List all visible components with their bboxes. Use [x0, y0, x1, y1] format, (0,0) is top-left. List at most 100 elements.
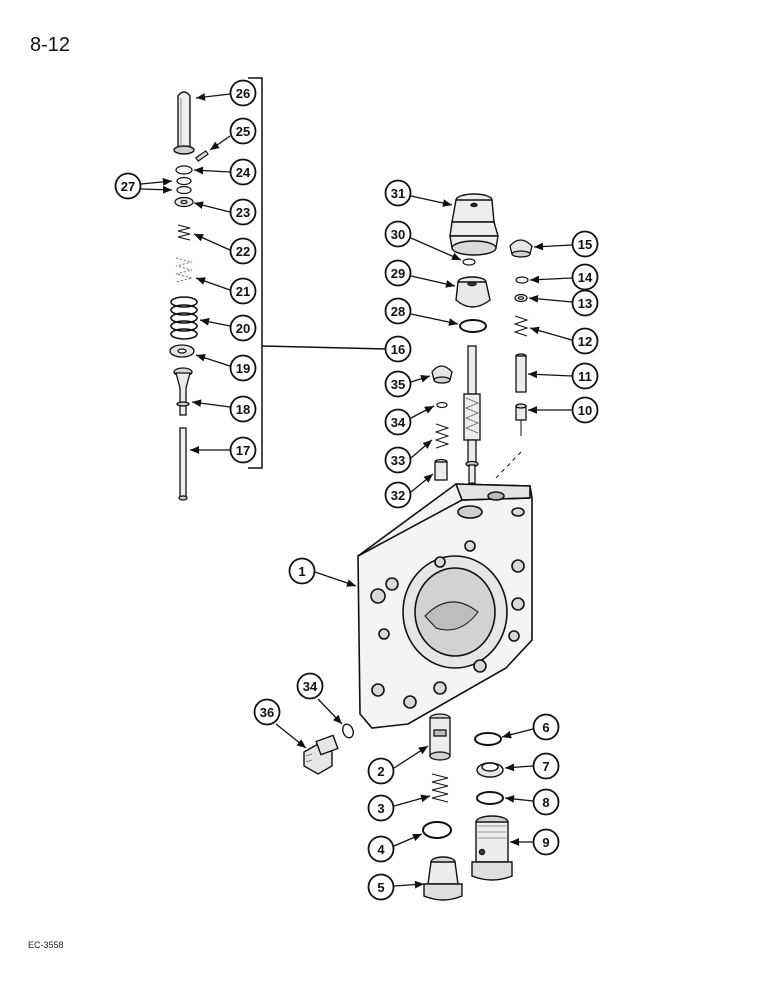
- part-23-washer: [174, 196, 194, 208]
- callout-balloon-c5: [367, 873, 395, 901]
- part-19-seat: [169, 344, 195, 358]
- leader-arrow-c21-0: [195, 277, 231, 291]
- part-11-pin: [515, 353, 527, 393]
- callout-number-c34b: 34: [303, 679, 318, 694]
- callout-c2: 2: [367, 745, 429, 785]
- callout-number-c8: 8: [542, 795, 549, 810]
- part-13-washer: [514, 293, 528, 303]
- callout-number-c21: 21: [236, 284, 250, 299]
- callout-number-c18: 18: [236, 402, 250, 417]
- callout-balloon-c13: [571, 289, 599, 317]
- callout-number-c32: 32: [391, 488, 405, 503]
- callout-balloon-c24: [229, 158, 257, 186]
- part-30-ring: [462, 258, 476, 266]
- leader-arrow-c13-0: [528, 294, 573, 303]
- callout-number-c26: 26: [236, 86, 250, 101]
- callout-balloon-c10: [571, 396, 599, 424]
- leader-arrow-c20-0: [199, 317, 231, 327]
- leader-arrow-c19-0: [195, 354, 231, 367]
- callout-balloon-c22: [229, 237, 257, 265]
- callout-c15: 15: [533, 230, 599, 258]
- callout-number-c33: 33: [391, 453, 405, 468]
- leader-arrow-c32-0: [410, 473, 434, 493]
- leader-arrow-c11-0: [527, 370, 573, 379]
- callout-c24: 24: [193, 158, 257, 186]
- part-26-stem: [173, 91, 195, 155]
- callout-number-c6: 6: [542, 720, 549, 735]
- callout-balloon-c19: [229, 354, 257, 382]
- callout-c30: 30: [384, 220, 462, 261]
- part-35-plug: [431, 365, 453, 384]
- callout-balloon-c8: [532, 788, 560, 816]
- callout-c35: 35: [384, 370, 431, 398]
- part-12-spring: [513, 315, 529, 337]
- leader-arrow-c4-0: [393, 833, 423, 847]
- part-36-fitting: [303, 734, 339, 775]
- callout-c7: 7: [504, 752, 560, 780]
- part-34-lower-ring: [342, 723, 354, 739]
- part-17-rod: [178, 427, 188, 501]
- part-21-spring: [175, 257, 193, 283]
- callout-c18: 18: [191, 395, 257, 423]
- leader-arrow-c6-0: [501, 728, 534, 739]
- leader-arrow-c8-0: [504, 795, 534, 803]
- callout-c8: 8: [504, 788, 560, 816]
- callout-c36: 36: [253, 698, 307, 749]
- callout-balloon-c34b: [296, 672, 324, 700]
- leader-arrow-c1-0: [314, 571, 357, 587]
- callout-c13: 13: [528, 289, 599, 317]
- callout-balloon-c4: [367, 835, 395, 863]
- leader-arrow-c27-1: [140, 185, 173, 194]
- callout-c27: 27: [114, 172, 173, 200]
- callout-c34b: 34: [296, 672, 343, 725]
- leader-arrow-c23-0: [193, 201, 231, 213]
- callout-balloon-c35: [384, 370, 412, 398]
- leader-arrow-c15-0: [533, 242, 573, 251]
- callout-c3: 3: [367, 794, 431, 822]
- callout-number-c22: 22: [236, 244, 250, 259]
- callout-balloon-c9: [532, 828, 560, 856]
- callout-number-c36: 36: [260, 705, 274, 720]
- callout-balloon-c36: [253, 698, 281, 726]
- group-bracket: [248, 77, 389, 469]
- leader-arrow-c22-0: [193, 233, 231, 251]
- callout-c9: 9: [510, 828, 560, 856]
- callout-number-c34a: 34: [391, 415, 406, 430]
- leader-arrow-c34b-0: [317, 698, 343, 725]
- part-29-cap: [455, 276, 491, 308]
- callout-balloon-c31: [384, 179, 412, 207]
- part-28-oring: [459, 319, 487, 333]
- part-33-spring: [434, 423, 450, 449]
- callout-c1: 1: [288, 557, 357, 587]
- callout-c11: 11: [527, 362, 599, 390]
- callout-number-c14: 14: [578, 270, 593, 285]
- callout-c20: 20: [199, 314, 257, 342]
- callout-c17: 17: [190, 436, 257, 464]
- callout-number-c3: 3: [377, 801, 384, 816]
- callout-c19: 19: [195, 354, 257, 382]
- callout-number-c7: 7: [542, 759, 549, 774]
- callout-number-c25: 25: [236, 124, 250, 139]
- callout-c32: 32: [384, 473, 434, 509]
- callout-c5: 5: [367, 873, 425, 901]
- callout-balloon-c17: [229, 436, 257, 464]
- figure-code: EC-3558: [28, 940, 64, 950]
- callout-number-c24: 24: [236, 165, 251, 180]
- callout-number-c19: 19: [236, 361, 250, 376]
- callout-c16: 16: [384, 335, 412, 363]
- callout-number-c12: 12: [578, 334, 592, 349]
- callout-number-c28: 28: [391, 304, 405, 319]
- part-5-plug: [423, 856, 463, 901]
- callout-c25: 25: [209, 117, 257, 151]
- leader-arrow-c30-0: [410, 237, 462, 261]
- callout-balloon-c30: [384, 220, 412, 248]
- part-6-oring: [474, 732, 502, 746]
- leader-arrow-c2-0: [393, 745, 429, 769]
- callout-c28: 28: [384, 297, 459, 326]
- part-3-spring: [431, 773, 449, 803]
- callout-number-c20: 20: [236, 321, 250, 336]
- callout-number-c35: 35: [391, 377, 405, 392]
- leader-arrow-c12-0: [529, 326, 573, 341]
- callout-number-c15: 15: [578, 237, 592, 252]
